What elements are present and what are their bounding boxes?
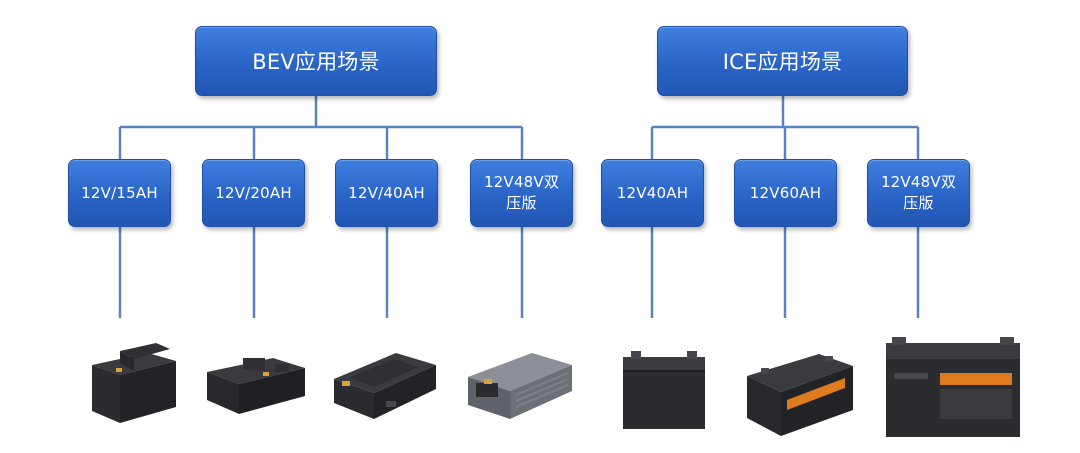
ice-variant-2-box: 12V60AH <box>734 159 837 227</box>
battery-orange-label-icon <box>747 354 853 436</box>
battery-low-flat-icon <box>207 358 305 414</box>
bev-variant-3-box: 12V/40AH <box>335 159 438 227</box>
battery-large-orange-label-icon <box>886 337 1020 437</box>
battery-small-box-icon <box>92 343 176 423</box>
bev-variant-4-box: 12V48V双压版 <box>470 159 573 227</box>
battery-long-module-icon <box>334 353 436 419</box>
bev-variant-1-box: 12V/15AH <box>68 159 171 227</box>
ice-scenario-box: ICE应用场景 <box>657 26 908 96</box>
battery-grey-finned-icon <box>468 353 572 419</box>
battery-cube-icon <box>623 351 705 429</box>
ice-variant-3-box: 12V48V双压版 <box>867 159 970 227</box>
bev-scenario-box: BEV应用场景 <box>195 26 437 96</box>
ice-variant-1-box: 12V40AH <box>601 159 704 227</box>
bev-variant-2-box: 12V/20AH <box>202 159 305 227</box>
